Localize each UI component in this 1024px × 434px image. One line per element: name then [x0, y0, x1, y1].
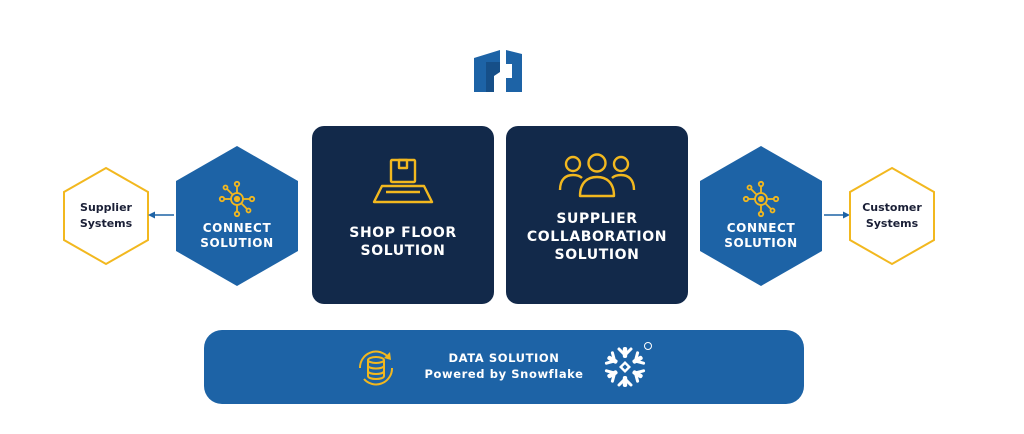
conveyor-box-icon — [372, 156, 434, 206]
snowflake-logo — [602, 342, 652, 390]
registered-mark — [644, 342, 652, 350]
arrow-to-customer — [824, 210, 850, 220]
supplier-collaboration-solution-card: SUPPLIER COLLABORATION SOLUTION — [506, 126, 688, 304]
brand-logo — [470, 46, 530, 98]
customer-systems-label: Customer Systems — [862, 201, 922, 230]
supplier-systems-label: Supplier Systems — [79, 201, 133, 230]
data-solution-bar: DATA SOLUTION Powered by Snowflake — [204, 330, 804, 404]
customer-systems-node: Customer Systems — [848, 166, 936, 266]
network-hub-icon — [742, 180, 780, 218]
database-sync-icon — [354, 346, 398, 390]
connect-solution-left-label: CONNECT SOLUTION — [200, 221, 274, 250]
supplier-collaboration-solution-label: SUPPLIER COLLABORATION SOLUTION — [526, 211, 668, 264]
shop-floor-solution-label: SHOP FLOOR SOLUTION — [349, 225, 457, 260]
people-group-icon — [558, 152, 636, 198]
connect-solution-right: CONNECT SOLUTION — [698, 144, 824, 288]
arrow-to-supplier — [148, 210, 174, 220]
supplier-systems-node: Supplier Systems — [62, 166, 150, 266]
data-solution-label: DATA SOLUTION Powered by Snowflake — [424, 351, 584, 382]
connect-solution-left: CONNECT SOLUTION — [174, 144, 300, 288]
shop-floor-solution-card: SHOP FLOOR SOLUTION — [312, 126, 494, 304]
connect-solution-right-label: CONNECT SOLUTION — [724, 221, 798, 250]
network-hub-icon — [218, 180, 256, 218]
